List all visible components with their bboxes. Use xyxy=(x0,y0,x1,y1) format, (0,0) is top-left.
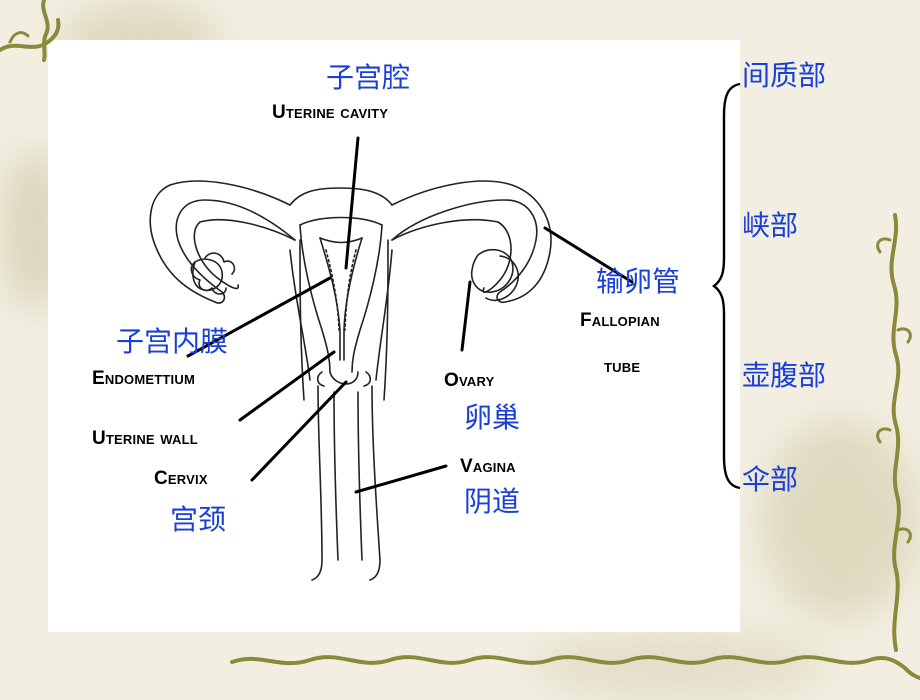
pointer-fallopian-tube xyxy=(543,226,634,284)
background-blotch xyxy=(760,420,920,620)
label-endometrium-en: Endomettium xyxy=(92,368,195,389)
label-fallopian-en-line1: Fallopian xyxy=(580,310,660,331)
pointer-uterine-cavity xyxy=(344,136,360,270)
label-cervix-en: Cervix xyxy=(154,468,208,489)
label-vagina-cn: 阴道 xyxy=(464,485,521,518)
tube-parts-brace xyxy=(712,82,741,490)
pointer-cervix xyxy=(250,380,348,482)
pointer-endometrium xyxy=(186,276,332,358)
label-ovary-cn: 卵巢 xyxy=(464,401,521,434)
label-uterine-cavity-cn: 子宫腔 xyxy=(326,61,411,94)
label-fallopian-cn: 输卵管 xyxy=(596,265,681,298)
label-uterine-cavity-en: Uterine cavity xyxy=(272,102,389,123)
background-blotch xyxy=(530,630,830,700)
tube-part-interstitial: 间质部 xyxy=(742,59,827,92)
label-endometrium-cn: 子宫内膜 xyxy=(116,325,229,358)
label-uterine-wall-en: Uterine wall xyxy=(92,428,198,449)
vine-decoration-right xyxy=(876,213,912,652)
label-cervix-cn: 宫颈 xyxy=(170,503,227,536)
uterus-drawing xyxy=(149,180,552,581)
label-fallopian-en-line2: tube xyxy=(604,356,641,377)
diagram-panel xyxy=(48,40,740,632)
tube-part-fimbria: 伞部 xyxy=(742,463,799,496)
vine-decoration-top-left xyxy=(0,0,61,62)
vine-decoration-bottom xyxy=(230,655,920,680)
label-vagina-en: Vagina xyxy=(460,456,516,477)
label-ovary-en: Ovary xyxy=(444,370,495,391)
pointer-lines xyxy=(186,136,634,494)
pointer-ovary xyxy=(460,280,472,352)
pointer-uterine-wall xyxy=(238,350,336,422)
tube-part-ampulla: 壶腹部 xyxy=(742,359,827,392)
tube-part-isthmus: 峡部 xyxy=(742,209,799,242)
pointer-vagina xyxy=(354,464,448,494)
